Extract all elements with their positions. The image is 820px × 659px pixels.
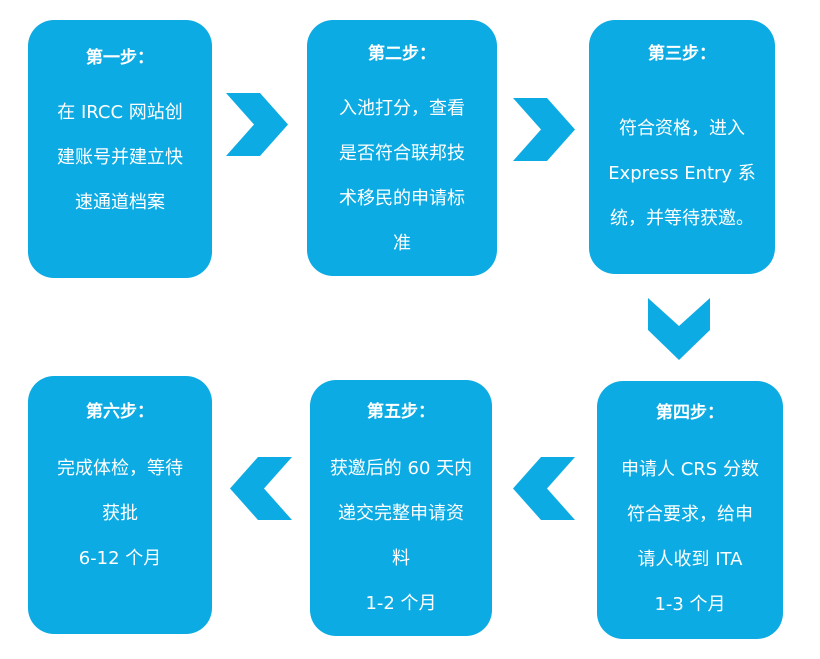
chevron-right-icon <box>513 98 575 161</box>
step-1-text: 在 IRCC 网站创 建账号并建立快 速通道档案 <box>57 102 183 213</box>
step-2-title: 第二步： <box>368 44 436 64</box>
step-6-title: 第六步： <box>86 402 154 422</box>
chevron-left-icon <box>513 457 575 520</box>
step-4-text: 申请人 CRS 分数 符合要求，给申 请人收到 ITA 1-3 个月 <box>621 459 759 615</box>
step-6-text: 完成体检，等待 获批 6-12 个月 <box>57 458 183 569</box>
step-6-box: 第六步： 完成体检，等待 获批 6-12 个月 <box>28 376 212 634</box>
step-2-text: 入池打分，查看 是否符合联邦技 术移民的申请标 准 <box>339 98 465 254</box>
step-1-box: 第一步： 在 IRCC 网站创 建账号并建立快 速通道档案 <box>28 20 212 278</box>
step-5-box: 第五步： 获邀后的 60 天内 递交完整申请资 料 1-2 个月 <box>310 380 492 636</box>
step-5-text: 获邀后的 60 天内 递交完整申请资 料 1-2 个月 <box>329 458 473 614</box>
step-5-title: 第五步： <box>367 402 435 422</box>
chevron-right-icon <box>226 93 288 156</box>
chevron-down-icon <box>648 298 710 360</box>
step-3-box: 第三步： 符合资格，进入 Express Entry 系 统，并等待获邀。 <box>589 20 775 274</box>
step-4-title: 第四步： <box>656 403 724 423</box>
step-2-box: 第二步： 入池打分，查看 是否符合联邦技 术移民的申请标 准 <box>307 20 497 276</box>
step-4-box: 第四步： 申请人 CRS 分数 符合要求，给申 请人收到 ITA 1-3 个月 <box>597 381 783 639</box>
step-3-text: 符合资格，进入 Express Entry 系 统，并等待获邀。 <box>608 118 756 229</box>
step-1-title: 第一步： <box>86 48 154 68</box>
chevron-left-icon <box>230 457 292 520</box>
step-3-title: 第三步： <box>648 44 716 64</box>
